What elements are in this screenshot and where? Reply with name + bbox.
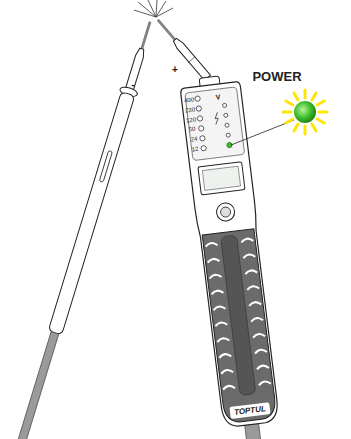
voltage-scale-mark: 24 [190,136,197,143]
voltage-symbol: V [215,93,220,101]
black-test-probe [5,19,158,439]
voltage-scale-mark: 230 [185,106,196,113]
brand-logo: TOPTUL [234,405,267,417]
voltage-scale-mark: 50 [189,126,196,133]
voltage-scale-mark: 12 [191,146,198,153]
red-test-lead [155,17,211,80]
polarity-mark: + [172,65,178,75]
spark-lines [134,0,173,17]
callout-label: POWER [252,70,301,83]
tester-body [179,73,287,439]
polarity-mark: - [131,79,135,90]
voltage-scale-mark: 120 [186,116,197,123]
leader-line [231,120,294,145]
voltage-scale-mark: 400 [183,96,194,103]
power-led-glow [283,90,327,134]
